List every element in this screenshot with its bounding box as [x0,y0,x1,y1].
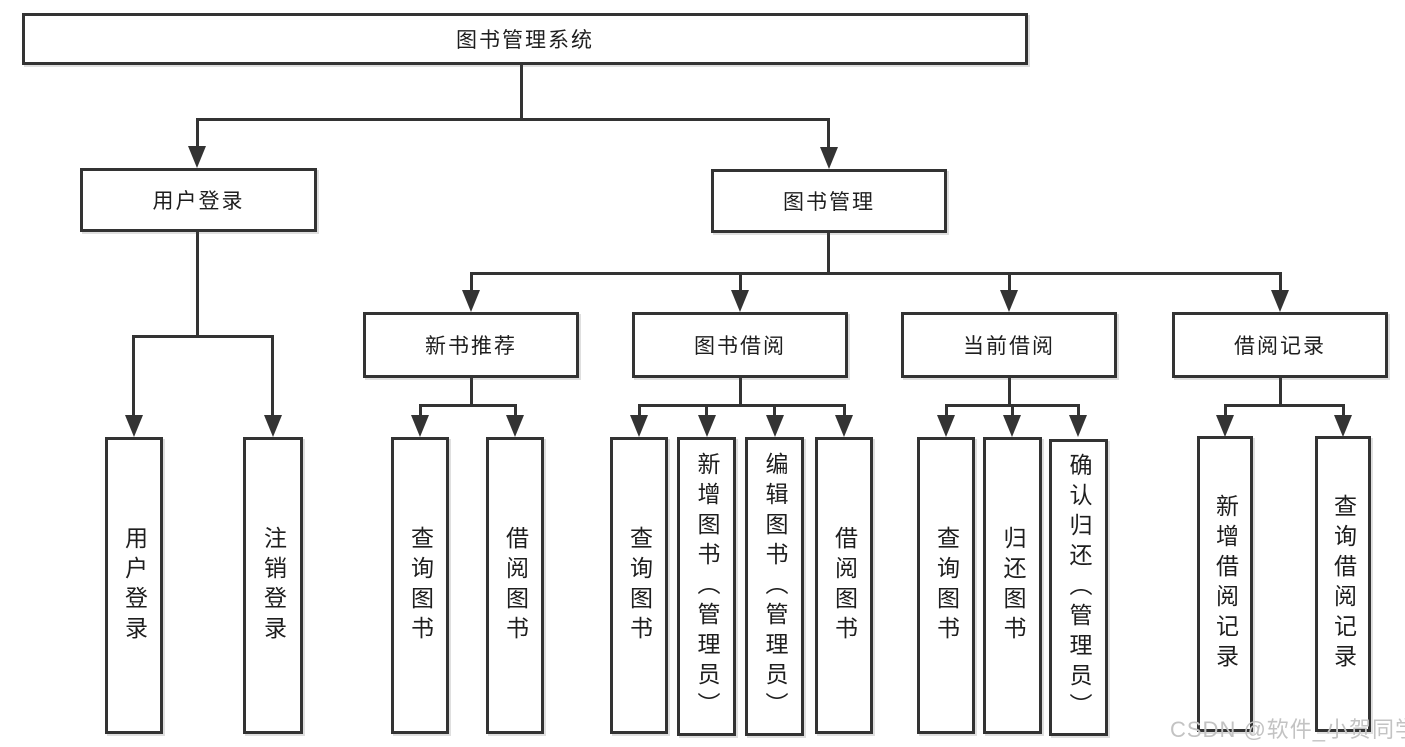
connector-shaft [1011,404,1014,417]
leaf-query-books: 查询图书 [610,437,668,734]
leaf-edit-books-admin: 编辑图书（管理员） [745,437,804,736]
csdn-watermark: CSDN @软件_小贺同学 [1170,717,1405,742]
connector-shaft [827,118,830,152]
node-borrowing-records: 借阅记录 [1172,312,1388,378]
arrowhead-down-icon [264,415,282,437]
arrowhead-down-icon [462,290,480,312]
arrowhead-down-icon [188,146,206,168]
arrowhead-down-icon [1000,290,1018,312]
connector-shaft [1077,404,1080,417]
arrowhead-down-icon [731,290,749,312]
connector-shaft [638,404,641,417]
leaf-return-books: 归还图书 [983,437,1042,734]
arrowhead-down-icon [1003,415,1021,437]
connector-root-rail [196,118,830,121]
leaf-borrow-books: 借阅图书 [815,437,873,734]
connector-userlogin-stem [196,232,199,338]
arrowhead-down-icon [937,415,955,437]
node-user-login: 用户登录 [80,168,317,232]
connector-curborrow-stem [1008,378,1011,407]
arrowhead-down-icon [1334,415,1352,437]
node-new-book-recommendation: 新书推荐 [363,312,579,378]
connector-bookborrow-rail [638,404,846,407]
leaf-query-borrow-record: 查询借阅记录 [1315,436,1371,732]
connector-bookmgmt-stem [827,233,830,275]
node-library-management-system: 图书管理系统 [22,13,1028,65]
leaf-logout: 注销登录 [243,437,303,734]
connector-shaft [945,404,948,417]
connector-bookborrow-stem [739,378,742,407]
connector-shaft [470,272,473,292]
arrowhead-down-icon [506,415,524,437]
connector-userlogin-rail [133,335,274,338]
arrowhead-down-icon [411,415,429,437]
connector-newbook-rail [419,404,517,407]
arrowhead-down-icon [1069,415,1087,437]
connector-bookmgmt-rail [470,272,1281,275]
leaf-confirm-return-admin: 确认归还（管理员） [1049,439,1108,736]
connector-shaft [1342,404,1345,417]
leaf-add-borrow-record: 新增借阅记录 [1197,436,1253,732]
leaf-add-books-admin: 新增图书（管理员） [677,437,736,736]
connector-shaft [773,404,776,417]
leaf-query-books-current: 查询图书 [917,437,975,734]
connector-shaft [419,404,422,417]
connector-shaft [1279,272,1282,292]
node-book-borrowing: 图书借阅 [632,312,848,378]
node-book-management: 图书管理 [711,169,947,233]
connector-shaft [705,404,708,417]
leaf-query-books-newbook: 查询图书 [391,437,449,734]
connector-root-stem [520,65,523,121]
connector-shaft [132,335,135,417]
connector-shaft [196,118,199,152]
connector-shaft [1224,404,1227,417]
connector-newbook-stem [470,378,473,407]
connector-shaft [271,335,274,417]
node-current-borrowing: 当前借阅 [901,312,1117,378]
leaf-user-login: 用户登录 [105,437,163,734]
arrowhead-down-icon [125,415,143,437]
connector-shaft [1008,272,1011,292]
connector-shaft [739,272,742,292]
leaf-borrow-books-newbook: 借阅图书 [486,437,544,734]
arrowhead-down-icon [820,147,838,169]
arrowhead-down-icon [1271,290,1289,312]
arrowhead-down-icon [766,415,784,437]
connector-shaft [514,404,517,417]
arrowhead-down-icon [835,415,853,437]
arrowhead-down-icon [1216,415,1234,437]
connector-borrowrec-rail [1224,404,1345,407]
connector-borrowrec-stem [1279,378,1282,407]
arrowhead-down-icon [698,415,716,437]
arrowhead-down-icon [630,415,648,437]
connector-shaft [843,404,846,417]
